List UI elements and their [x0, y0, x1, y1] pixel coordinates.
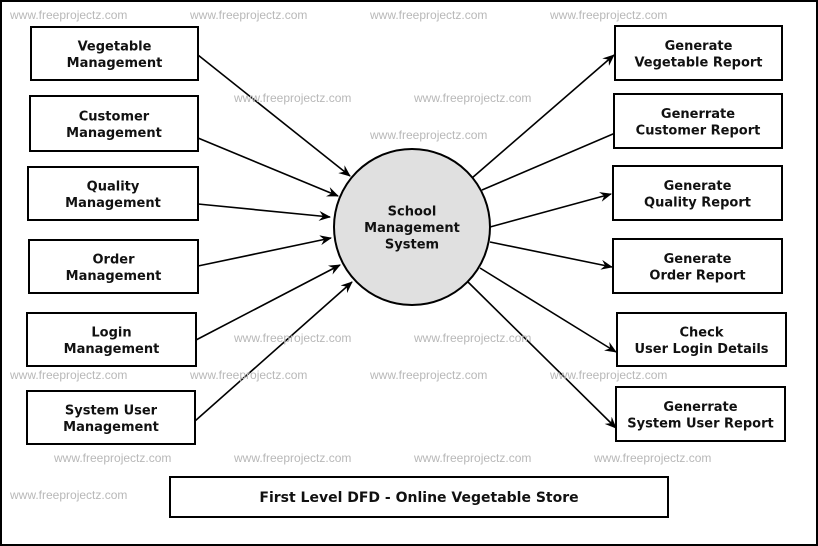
process-label: School [388, 205, 437, 220]
source-entity-label: System User [65, 403, 158, 418]
data-flow-arrow [197, 203, 331, 221]
watermark-text: www.freeprojectz.com [549, 8, 667, 22]
source-entity-label: Management [66, 126, 162, 141]
output-entity-label: Generate [664, 179, 732, 194]
output-entity-label: Generate [665, 39, 733, 54]
watermark-text: www.freeprojectz.com [9, 8, 127, 22]
data-flow-arrow [479, 267, 617, 353]
source-entity-label: Management [67, 56, 163, 71]
watermark-text: www.freeprojectz.com [53, 451, 171, 465]
output-entity-label: Vegetable Report [634, 55, 762, 70]
output-entity-label: Generate [664, 252, 732, 267]
data-flow-arrow [197, 235, 332, 267]
source-entity-label: Quality [87, 179, 140, 194]
watermark-text: www.freeprojectz.com [189, 368, 307, 382]
watermark-text: www.freeprojectz.com [413, 451, 531, 465]
source-entity-label: Management [65, 196, 161, 211]
data-flow-arrow [197, 54, 351, 177]
source-entity-label: Management [63, 420, 159, 435]
watermark-text: www.freeprojectz.com [233, 451, 351, 465]
data-flow-arrow [194, 281, 353, 422]
watermark-text: www.freeprojectz.com [413, 91, 531, 105]
watermark-text: www.freeprojectz.com [369, 8, 487, 22]
data-flow-arrow [471, 54, 615, 179]
output-entity-label: System User Report [627, 416, 773, 431]
source-entity-label: Order [93, 252, 136, 267]
process-label: System [385, 238, 439, 253]
output-entity-label: Customer Report [636, 123, 761, 138]
data-flow-arrow [489, 241, 613, 270]
source-entity-label: Management [66, 269, 162, 284]
source-entity-label: Management [64, 342, 160, 357]
output-entity-label: User Login Details [634, 342, 768, 357]
diagram-title: First Level DFD - Online Vegetable Store [259, 490, 578, 506]
watermark-text: www.freeprojectz.com [233, 331, 351, 345]
source-entity-label: Vegetable [78, 39, 152, 54]
output-entity-label: Order Report [649, 268, 745, 283]
watermark-text: www.freeprojectz.com [233, 91, 351, 105]
process-label: Management [364, 221, 460, 236]
watermark-text: www.freeprojectz.com [369, 128, 487, 142]
watermark-text: www.freeprojectz.com [593, 451, 711, 465]
data-flow-arrow [467, 281, 617, 429]
source-entity-label: Customer [79, 109, 150, 124]
watermark-text: www.freeprojectz.com [9, 368, 127, 382]
output-entity-label: Generrate [663, 400, 737, 415]
output-entity-label: Generrate [661, 107, 735, 122]
watermark-text: www.freeprojectz.com [9, 488, 127, 502]
output-entity-label: Check [680, 325, 724, 340]
data-flow-arrow [489, 192, 612, 228]
output-entity-label: Quality Report [644, 195, 751, 210]
watermark-text: www.freeprojectz.com [189, 8, 307, 22]
data-flow-arrow [195, 264, 341, 341]
watermark-text: www.freeprojectz.com [549, 368, 667, 382]
data-flow-arrow [197, 137, 339, 197]
diagram-title-box: First Level DFD - Online Vegetable Store [169, 476, 669, 518]
watermark-text: www.freeprojectz.com [369, 368, 487, 382]
watermark-text: www.freeprojectz.com [413, 331, 531, 345]
source-entity-label: Login [91, 325, 131, 340]
